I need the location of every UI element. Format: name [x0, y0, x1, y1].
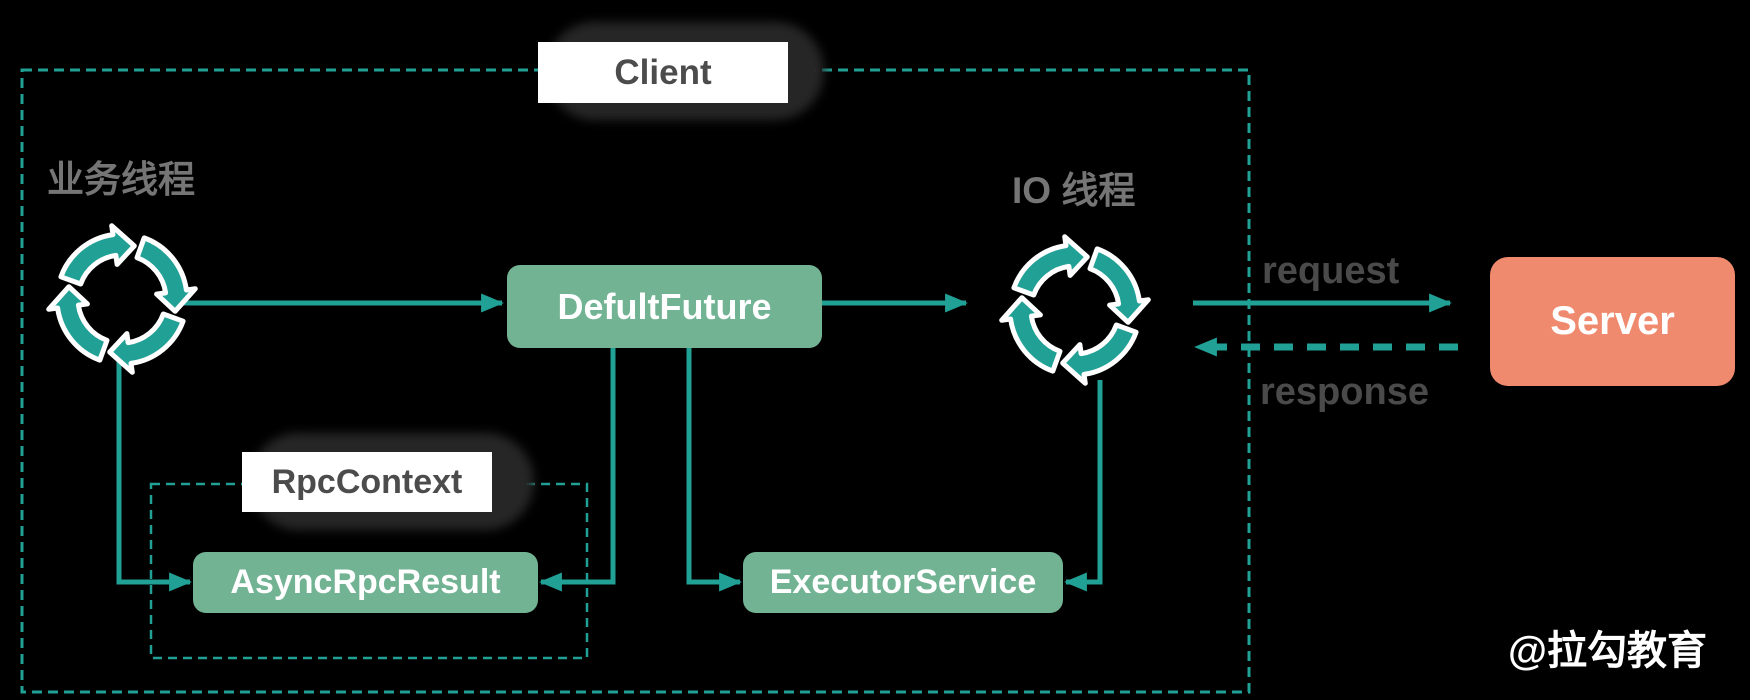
defultfuture-label: DefultFuture	[557, 285, 772, 327]
io-thread-spinner-icon	[1002, 237, 1149, 384]
asyncrpcresult-label: AsyncRpcResult	[230, 563, 501, 601]
defultfuture-node: DefultFuture	[507, 265, 822, 348]
asyncrpcresult-node: AsyncRpcResult	[193, 552, 538, 613]
arrow-io-thread-to-executorservice	[1064, 380, 1103, 592]
io-thread-label: IO 线程	[1012, 170, 1136, 211]
rpc-context-boundary-label: RpcContext	[242, 452, 492, 512]
executorservice-label: ExecutorService	[769, 563, 1037, 601]
arrow-defultfuture-to-asyncrpcresult	[539, 348, 616, 592]
business-thread-spinner-icon	[49, 226, 196, 373]
response-edge-label: response	[1260, 371, 1429, 413]
request-edge-label: request	[1262, 250, 1400, 292]
executorservice-node: ExecutorService	[743, 552, 1063, 613]
watermark-text: @拉勾教育	[1508, 629, 1708, 673]
arrow-business-thread-to-asyncrpcresult	[116, 352, 192, 592]
client-boundary-label: Client	[538, 42, 788, 103]
server-label: Server	[1550, 299, 1675, 343]
client-label-text: Client	[614, 52, 712, 92]
arrow-defultfuture-to-executorservice	[686, 348, 742, 592]
server-node: Server	[1490, 257, 1735, 386]
rpccontext-label-text: RpcContext	[271, 462, 463, 501]
business-thread-label: 业务线程	[47, 159, 195, 200]
